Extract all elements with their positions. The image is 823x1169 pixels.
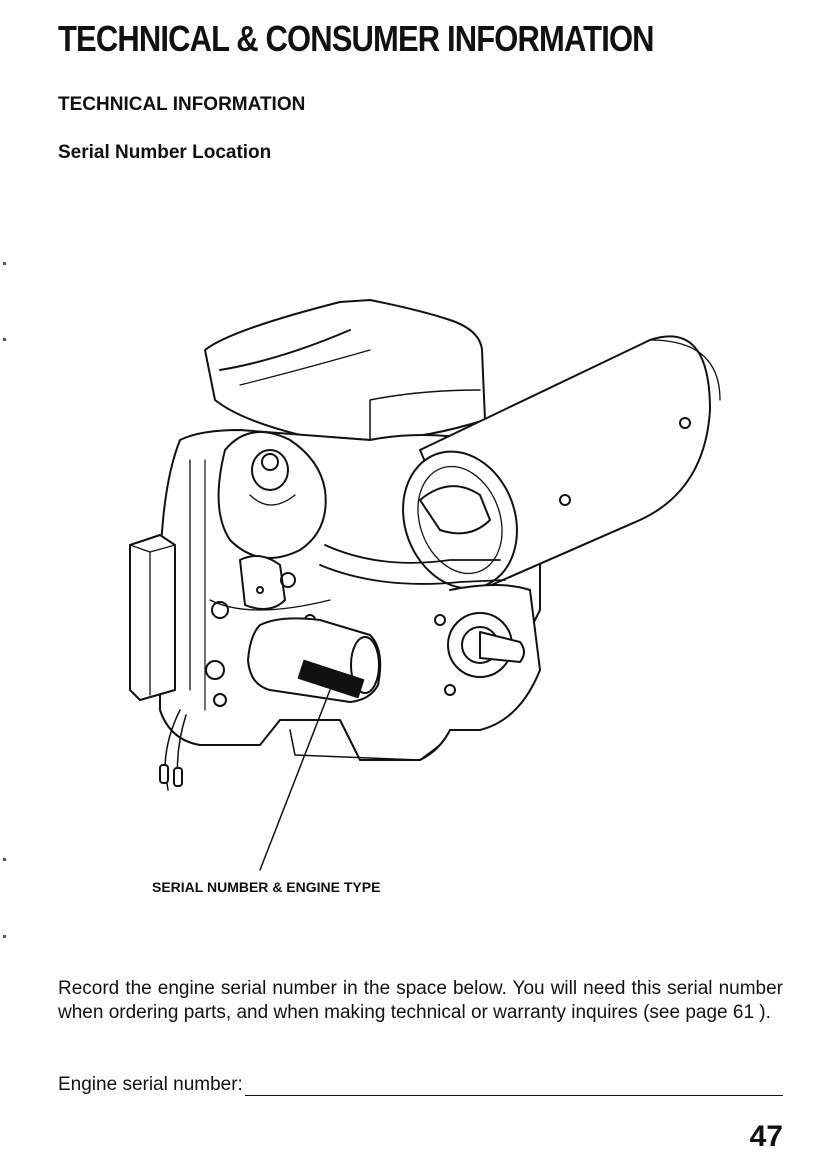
control-box xyxy=(130,535,175,700)
air-cleaner-cover xyxy=(205,300,485,440)
page-title: TECHNICAL & CONSUMER INFORMATION xyxy=(58,18,654,60)
engine-illustration xyxy=(120,290,760,890)
subsection-heading: Serial Number Location xyxy=(58,142,271,164)
margin-speck xyxy=(3,262,6,265)
serial-number-blank-line[interactable] xyxy=(245,1073,783,1096)
instruction-paragraph: Record the engine serial number in the s… xyxy=(58,977,783,1025)
margin-speck xyxy=(3,935,6,938)
serial-number-row: Engine serial number: xyxy=(58,1073,783,1096)
margin-speck xyxy=(3,338,6,341)
section-heading: TECHNICAL INFORMATION xyxy=(58,94,305,116)
serial-number-label: Engine serial number: xyxy=(58,1074,243,1096)
serial-number-callout: SERIAL NUMBER & ENGINE TYPE xyxy=(152,879,380,895)
margin-speck xyxy=(3,858,6,861)
page-number: 47 xyxy=(750,1120,783,1154)
